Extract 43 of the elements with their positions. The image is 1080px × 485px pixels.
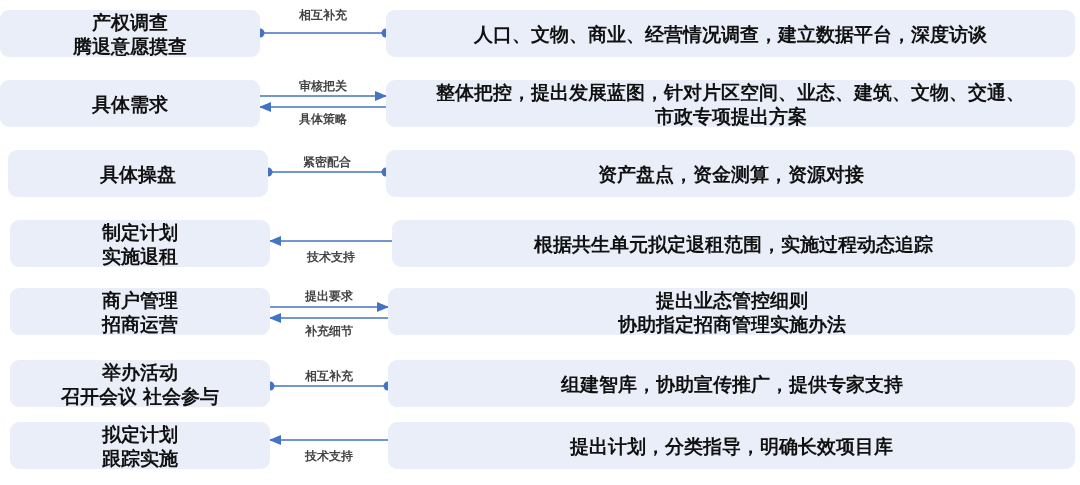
box-text: 提出业态管控细则协助指定招商管理实施办法 — [617, 287, 846, 336]
edge-label: 具体策略 — [297, 110, 349, 128]
description-box — [392, 220, 1075, 267]
arrow — [259, 102, 387, 112]
edge-label: 补充细节 — [303, 322, 355, 340]
box-text: 提出计划，分类指导，明确长效项目库 — [570, 433, 893, 458]
description-box — [388, 360, 1075, 407]
arrow — [259, 91, 387, 101]
box-text: 根据共生单元拟定退租范围，实施过程动态追踪 — [534, 231, 933, 256]
arrow — [269, 302, 389, 312]
box-text: 拟定计划跟踪实施 — [102, 421, 178, 470]
description-box — [388, 288, 1075, 335]
box-text: 组建智库，协助宣传推广，提供专家支持 — [560, 371, 903, 396]
edge-label: 技术支持 — [305, 248, 357, 266]
box-text: 人口、文物、商业、经营情况调查，建立数据平台，深度访谈 — [474, 21, 987, 46]
edge-label: 提出要求 — [303, 287, 355, 305]
box-text: 资产盘点，资金测算，资源对接 — [597, 161, 864, 186]
edge-label: 紧密配合 — [301, 153, 353, 171]
description-box — [386, 10, 1075, 57]
edge-label: 相互补充 — [303, 367, 355, 385]
description-box — [388, 422, 1075, 469]
task-box — [10, 360, 270, 407]
arrow — [269, 313, 389, 323]
task-box — [0, 80, 260, 127]
task-box — [8, 150, 268, 197]
box-text: 举办活动召开会议 社会参与 — [60, 359, 220, 408]
box-text: 产权调查腾退意愿摸查 — [73, 9, 187, 58]
edge-label: 技术支持 — [303, 447, 355, 465]
box-text: 制定计划实施退租 — [102, 219, 178, 268]
description-box — [386, 80, 1075, 127]
box-text: 商户管理招商运营 — [102, 287, 178, 336]
box-text: 具体需求 — [92, 91, 168, 116]
task-box — [10, 220, 270, 267]
edge-label: 审核把关 — [297, 77, 349, 95]
box-text: 具体操盘 — [100, 161, 176, 186]
arrow — [269, 236, 393, 246]
task-box — [10, 288, 270, 335]
task-box — [0, 10, 260, 57]
edge-label: 相互补充 — [297, 6, 349, 24]
description-box — [386, 150, 1075, 197]
task-box — [10, 422, 270, 469]
arrow — [269, 435, 389, 445]
box-text: 整体把控，提出发展蓝图，针对片区空间、业态、建筑、文物、交通、市政专项提出方案 — [436, 79, 1025, 128]
